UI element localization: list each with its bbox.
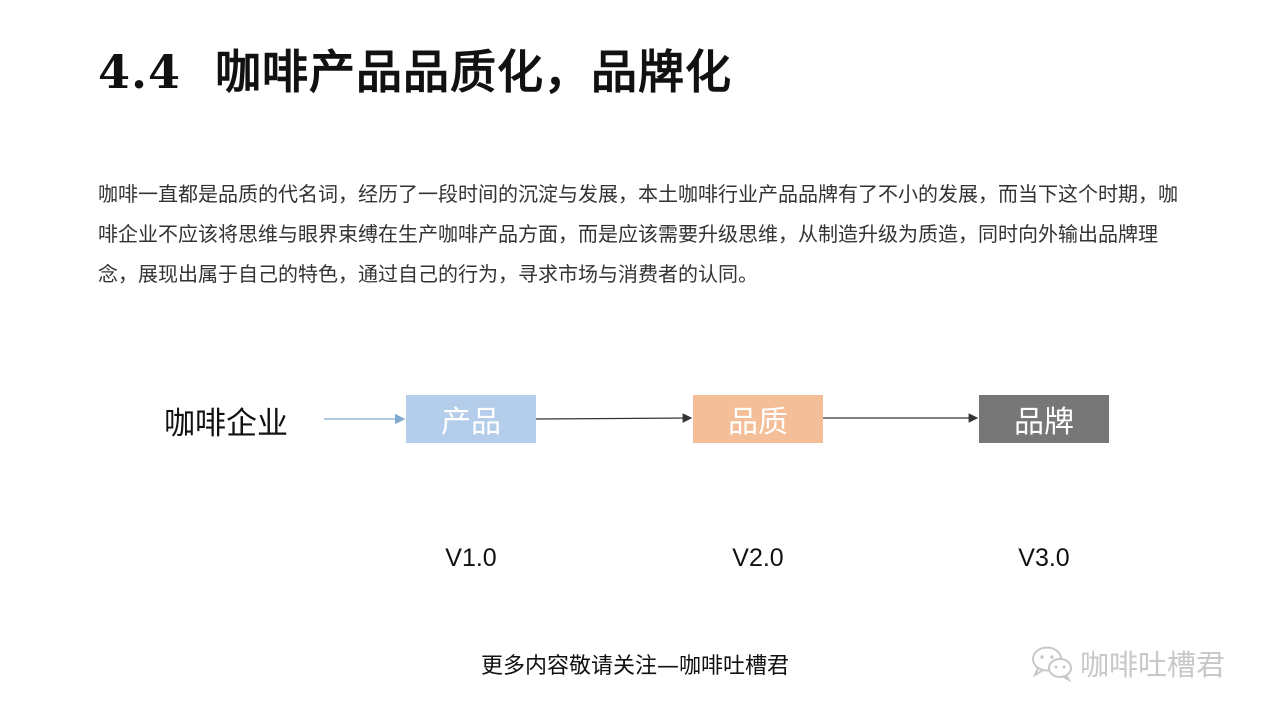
- wechat-icon: [1032, 646, 1072, 682]
- section-number: 4.4: [98, 45, 182, 99]
- stage-version-2: V2.0: [732, 544, 784, 572]
- footer-text: 更多内容敬请关注—咖啡吐槽君: [480, 654, 789, 679]
- stage-label: 产品: [441, 405, 501, 440]
- stage-box-quality: 品质: [693, 395, 823, 443]
- stage-label: 品牌: [1014, 405, 1074, 440]
- stage-box-product: 产品: [406, 395, 536, 443]
- brand-name: 咖啡吐槽君: [1080, 648, 1226, 682]
- page-title: 4.4 咖啡产品品质化，品牌化: [98, 36, 732, 102]
- stage-version-3: V3.0: [1018, 544, 1070, 572]
- watermark-brand: 咖啡吐槽君: [1030, 642, 1225, 684]
- diagram-start-label: 咖啡企业: [164, 406, 288, 442]
- stage-label: 品质: [728, 405, 788, 440]
- body-paragraph: 咖啡一直都是品质的代名词，经历了一段时间的沉淀与发展，本土咖啡行业产品品牌有了不…: [98, 182, 1178, 286]
- section-title: 咖啡产品品质化，品牌化: [215, 45, 733, 99]
- stage-version-1: V1.0: [445, 544, 497, 572]
- stage-box-brand: 品牌: [979, 395, 1109, 443]
- arrow-stage1-to-stage2: [535, 413, 693, 423]
